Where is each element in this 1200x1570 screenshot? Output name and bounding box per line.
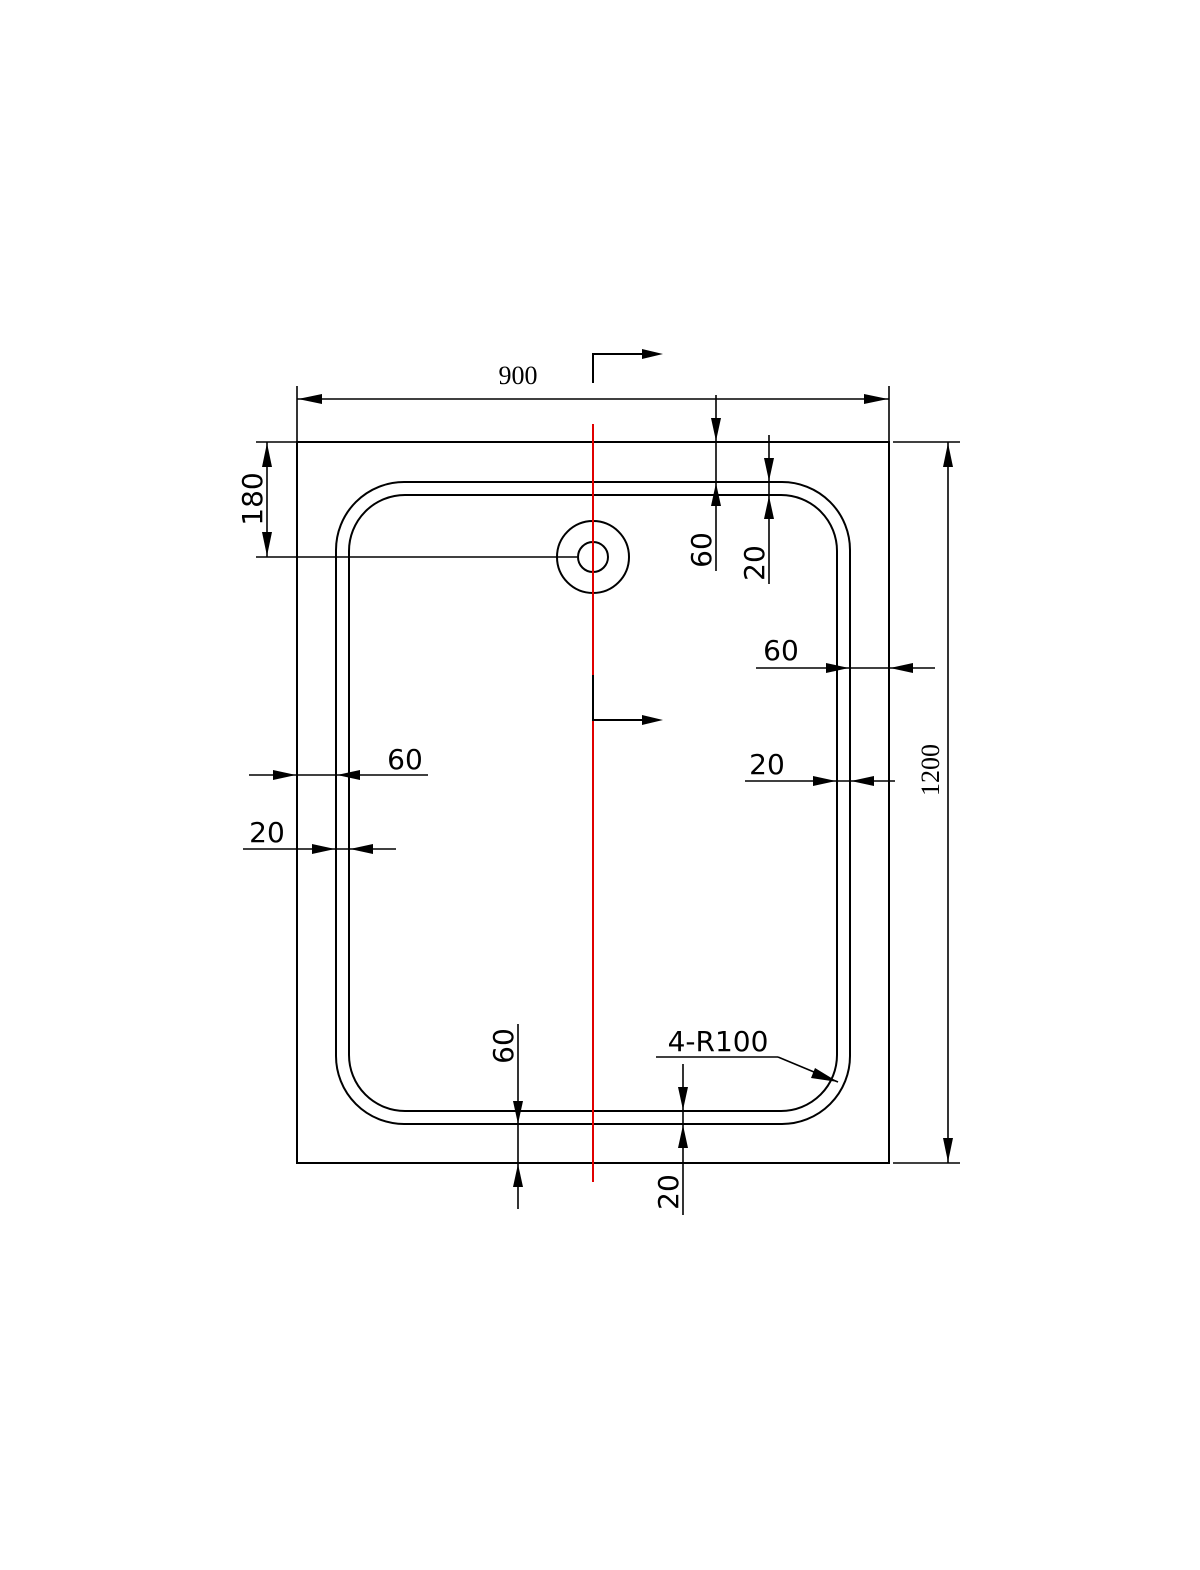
dimension-bottom-rim: 60	[487, 1024, 523, 1209]
right-rim-label: 60	[763, 634, 799, 667]
drain-offset-label: 180	[236, 472, 269, 525]
corner-radius-label: 4-R100	[668, 1025, 769, 1058]
dimension-left-rim: 60	[249, 743, 428, 780]
dimension-right-lip: 20	[745, 748, 895, 786]
dimension-left-lip: 20	[243, 816, 396, 854]
dimension-right-rim: 60	[756, 634, 935, 673]
dimension-bottom-lip: 20	[652, 1064, 688, 1215]
dimension-overall-length: 1200	[893, 441, 960, 1164]
overall-length-label: 1200	[916, 744, 945, 796]
right-lip-label: 20	[749, 748, 785, 781]
dimension-drain-offset: 180	[236, 441, 577, 558]
overall-width-label: 900	[499, 361, 538, 390]
left-lip-label: 20	[249, 816, 285, 849]
dimension-overall-width: 900	[296, 361, 890, 442]
bottom-rim-label: 60	[487, 1028, 520, 1064]
section-marker-mid	[592, 675, 663, 725]
dimension-corner-radius: 4-R100	[656, 1025, 839, 1083]
section-marker-top	[592, 349, 663, 383]
dimension-top-lip: 20	[738, 435, 774, 584]
bottom-lip-label: 20	[652, 1174, 685, 1210]
top-rim-label: 60	[685, 532, 718, 568]
left-rim-label: 60	[387, 743, 423, 776]
dimension-top-rim: 60	[685, 395, 721, 571]
top-lip-label: 20	[738, 545, 771, 581]
